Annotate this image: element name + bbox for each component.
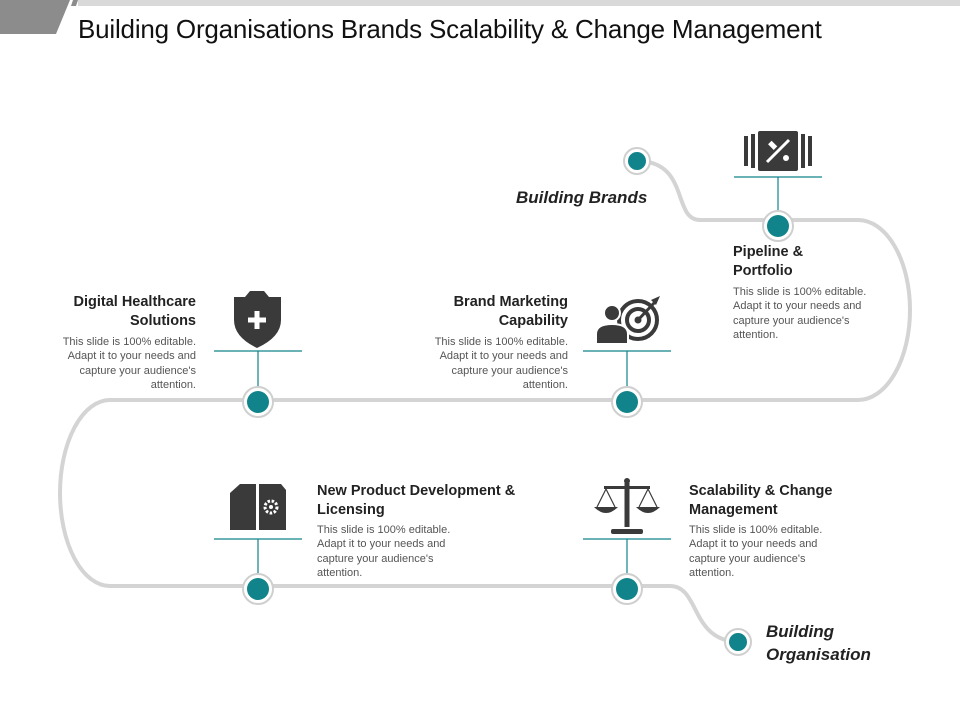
box-gear-icon xyxy=(230,484,286,530)
target-person-icon xyxy=(595,296,660,345)
page-title: Building Organisations Brands Scalabilit… xyxy=(78,14,822,44)
step-text-digital-healthcare: This slide is 100% editable. Adapt it to… xyxy=(62,336,196,391)
step-text-brand-marketing: This slide is 100% editable. Adapt it to… xyxy=(434,336,568,391)
end-label: Building Organisation xyxy=(766,622,871,664)
step-text-new-product: This slide is 100% editable. Adapt it to… xyxy=(317,524,451,579)
top-accent-bar xyxy=(0,0,960,34)
process-path xyxy=(58,159,912,644)
step-heading-new-product: New Product Development & Licensing xyxy=(317,483,516,518)
start-node xyxy=(623,147,651,175)
shield-plus-icon xyxy=(234,291,281,348)
node-new-product xyxy=(242,573,274,605)
step-text-scalability: This slide is 100% editable. Adapt it to… xyxy=(689,524,823,579)
step-text-pipeline: This slide is 100% editable. Adapt it to… xyxy=(733,286,867,341)
node-digital-healthcare xyxy=(242,386,274,418)
scales-icon xyxy=(594,478,660,534)
node-brand-marketing xyxy=(611,386,643,418)
node-pipeline xyxy=(762,210,794,242)
toolbox-icon xyxy=(744,131,812,171)
step-heading-scalability: Scalability & Change Management xyxy=(689,483,833,518)
step-heading-digital-healthcare: Digital Healthcare Solutions xyxy=(73,294,197,329)
end-node xyxy=(724,628,752,656)
step-heading-brand-marketing: Brand Marketing Capability xyxy=(453,294,568,329)
node-scalability xyxy=(611,573,643,605)
step-heading-pipeline: Pipeline & Portfolio xyxy=(733,244,804,279)
start-label: Building Brands xyxy=(516,188,648,207)
